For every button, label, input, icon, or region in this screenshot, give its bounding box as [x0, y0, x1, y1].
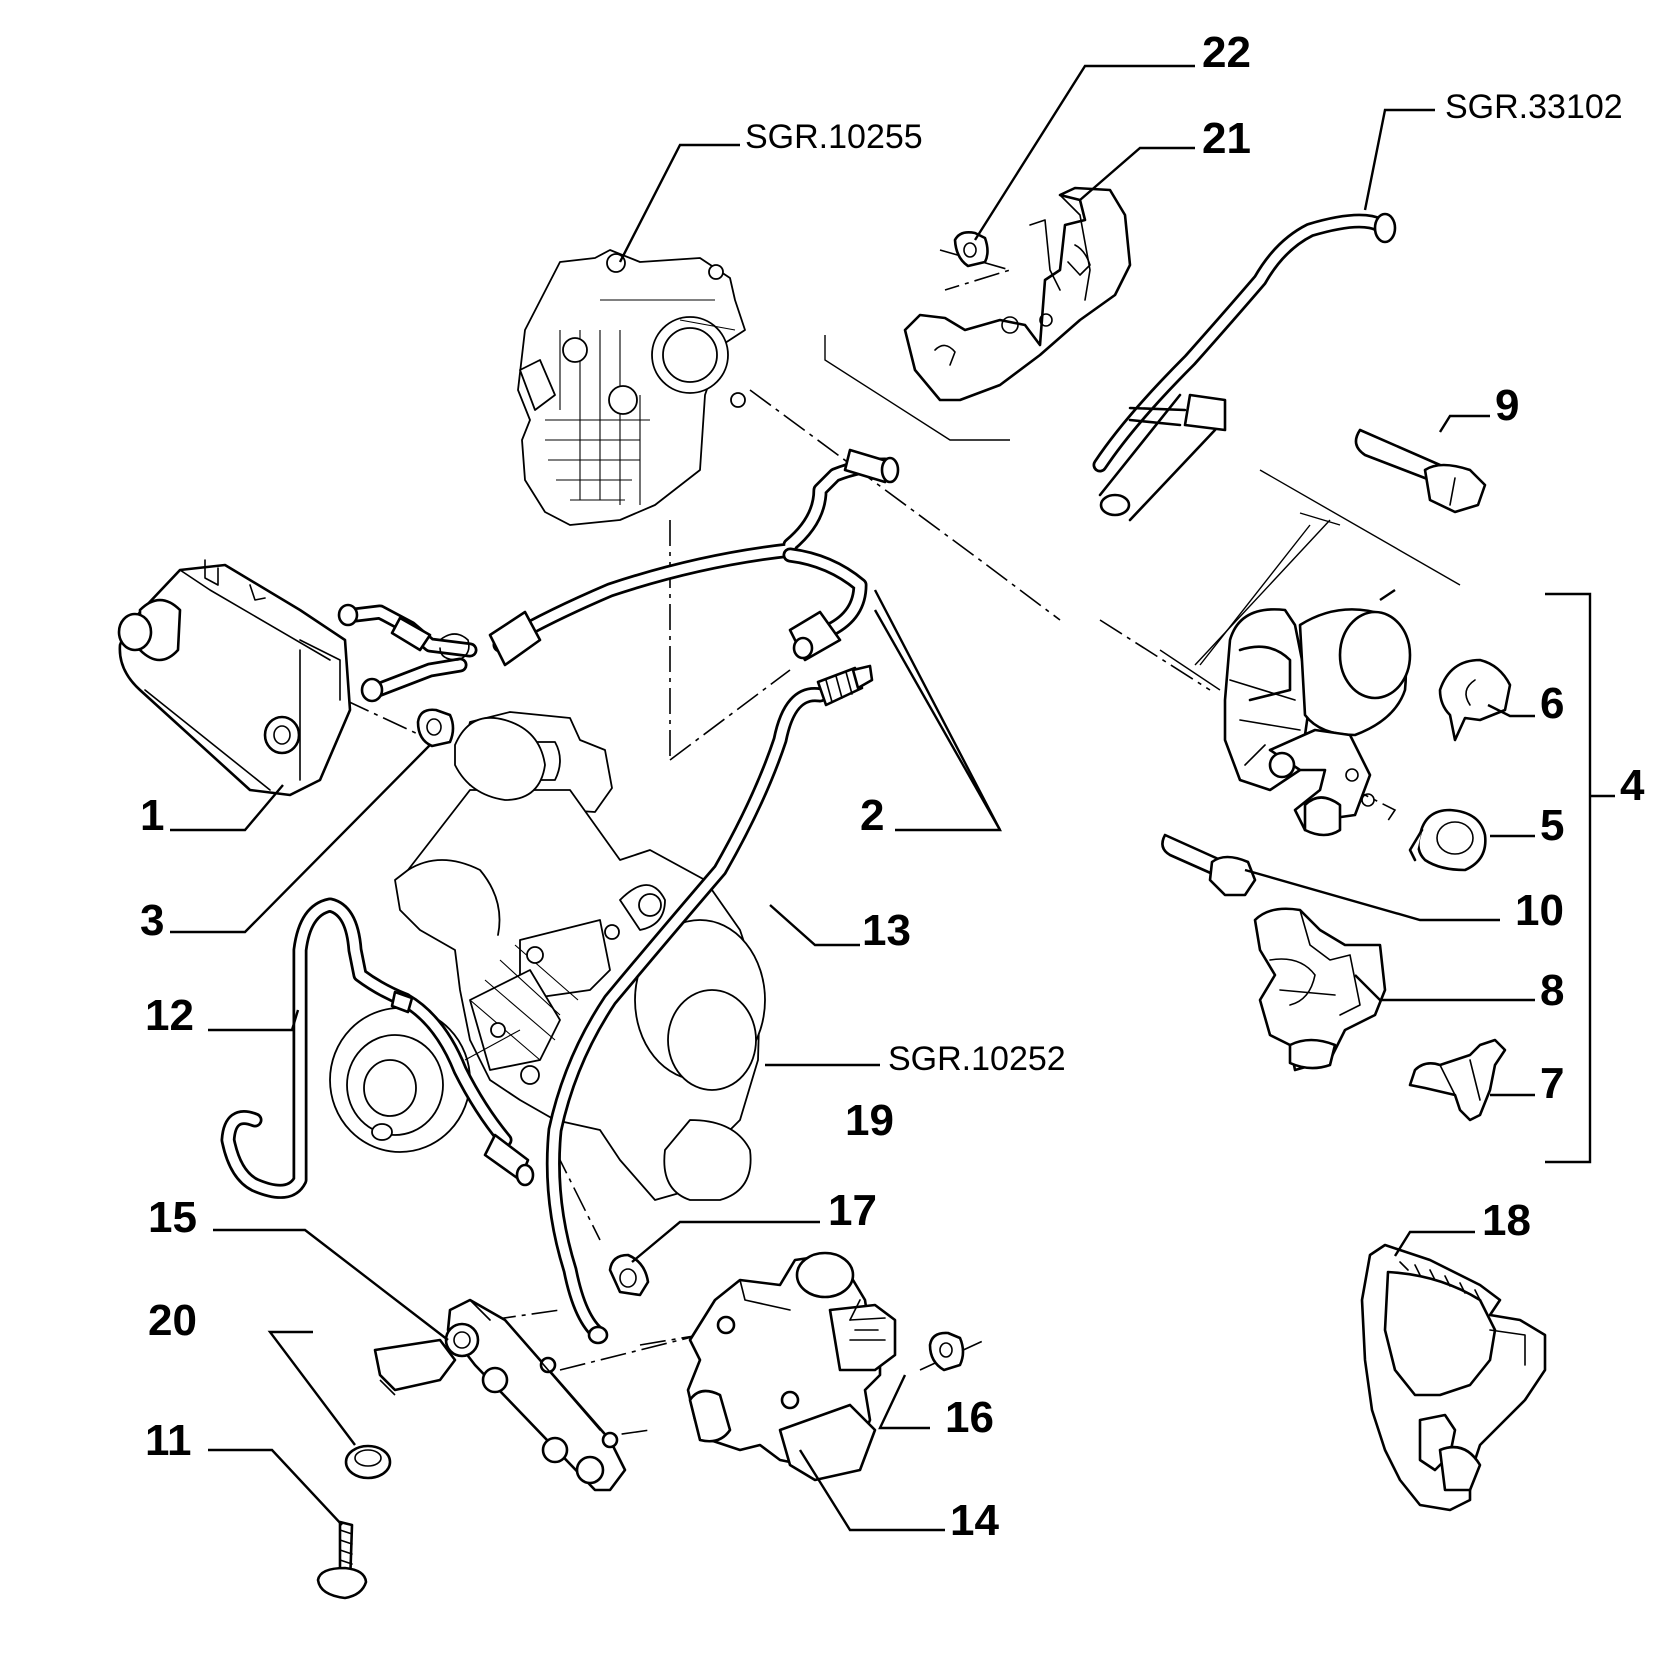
part-21-bracket [903, 186, 1132, 402]
callout-19: 19 [845, 1096, 894, 1145]
part-15-bracket [373, 1298, 627, 1492]
callout-4: 4 [1620, 761, 1645, 810]
part-14-valve [686, 1251, 897, 1482]
callout-22: 22 [1202, 28, 1251, 77]
turbocharger-ghost [329, 711, 766, 1201]
part-8-bracket [1253, 907, 1387, 1072]
callout-9: 9 [1495, 381, 1519, 430]
part-7-clip [1408, 1038, 1507, 1122]
part-9-bolt [1354, 428, 1487, 514]
callout-8: 8 [1540, 966, 1564, 1015]
part-3-nut [416, 708, 455, 748]
callout-11: 11 [145, 1416, 192, 1465]
hose-12 [220, 897, 535, 1199]
callout-6: 6 [1540, 679, 1564, 728]
part-16-nut [928, 1331, 965, 1372]
callout-20: 20 [148, 1296, 197, 1345]
part-5-clamp [1408, 808, 1487, 872]
callout-18: 18 [1482, 1196, 1531, 1245]
callout-12: 12 [145, 991, 194, 1040]
ref-sgr-33102: SGR.33102 [1445, 88, 1623, 126]
hose-13 [545, 664, 874, 1345]
callout-3: 3 [140, 896, 164, 945]
callout-labels: 1 2 3 4 5 6 7 8 9 10 11 12 13 14 15 16 1… [140, 28, 1645, 1545]
callout-7: 7 [1540, 1059, 1564, 1108]
leader-lines [170, 64, 1615, 1532]
hose-2-assembly [337, 448, 900, 703]
part-4-valve [1223, 608, 1412, 837]
callout-14: 14 [950, 1496, 999, 1545]
callout-21: 21 [1202, 114, 1251, 163]
callout-5: 5 [1540, 801, 1564, 850]
part-10-bolt [1161, 833, 1257, 897]
callout-16: 16 [945, 1393, 994, 1442]
reference-labels: SGR.10255 SGR.33102 SGR.10252 [745, 88, 1623, 1078]
callout-2: 2 [860, 791, 884, 840]
part-22-nut [953, 231, 989, 268]
part-18-strap [1360, 1243, 1547, 1512]
part-20-washer [344, 1444, 392, 1480]
throttle-body-ghost [517, 249, 746, 526]
part-17-clip [608, 1253, 650, 1297]
pipe-sgr-33102 [1092, 212, 1397, 522]
ref-sgr-10252: SGR.10252 [888, 1040, 1066, 1078]
part-6-clip [1438, 658, 1512, 742]
part-11-bolt [316, 1520, 368, 1600]
callout-13: 13 [862, 906, 911, 955]
part-1-actuator [117, 559, 352, 797]
callout-15: 15 [148, 1193, 197, 1242]
callout-17: 17 [828, 1186, 877, 1235]
callout-1: 1 [140, 791, 164, 840]
ref-sgr-10255: SGR.10255 [745, 118, 923, 156]
callout-10: 10 [1515, 886, 1564, 935]
